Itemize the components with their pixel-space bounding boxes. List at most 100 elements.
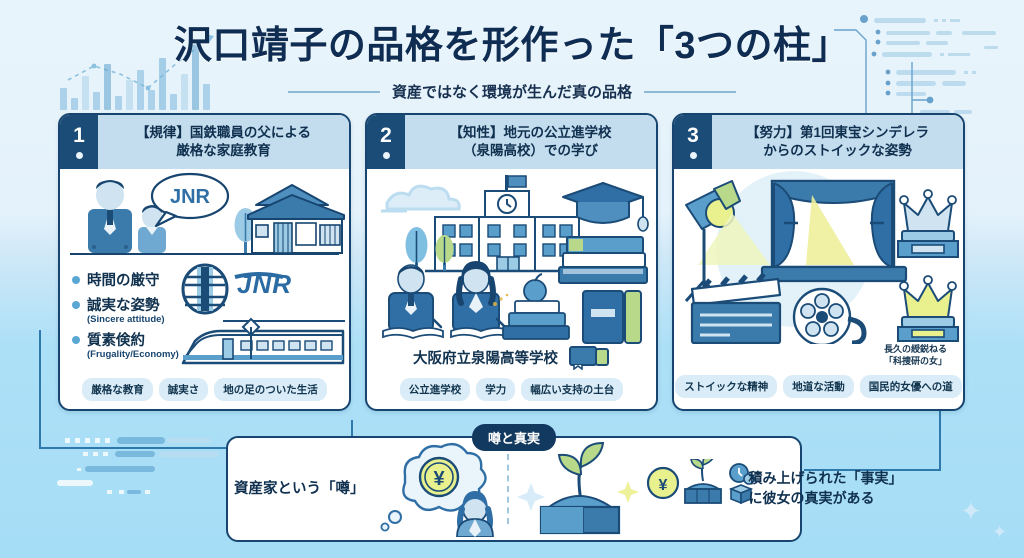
japanese-house-icon — [247, 184, 345, 254]
card-3-caption-line2: 「科捜研の女」 — [883, 355, 947, 366]
card-3-tags: ストイックな精神 地道な活動 国民的女優への道 — [674, 369, 963, 406]
card-2-number-badge: 2 — [367, 115, 405, 169]
card-1-bullet-list: 時間の厳守 誠実な姿勢 (Sincere attitude) 質素倹約 (Fru… — [72, 269, 179, 364]
card-2-tags: 公立進学校 学力 幅広い支持の土台 — [367, 372, 656, 409]
tag[interactable]: 国民的女優への道 — [859, 375, 962, 399]
rumor-truth-badge: 噂と真実 — [471, 424, 557, 451]
rumor-side: 資産家という「噂」 ¥ — [228, 438, 507, 540]
card-1-tags: 厳格な教育 誠実さ 地の足のついた生活 — [60, 372, 349, 409]
page-title: 沢口靖子の品格を形作った「3つの柱」 — [173, 25, 851, 67]
cloud-icon — [381, 184, 461, 213]
card-3-title-line2: からのストイックな姿勢 — [763, 143, 912, 158]
card-1-illustration: JNR — [60, 169, 349, 261]
tree-icon-green — [435, 235, 454, 271]
card-2-title-line2: （泉陽高校）での学び — [463, 143, 598, 158]
graduation-cap-icon — [562, 182, 649, 232]
card-2-caption: 大阪府立泉陽高等学校 — [413, 350, 558, 367]
student-female-icon — [452, 261, 500, 332]
jnr-logo-text: JNR — [234, 269, 291, 299]
crown-trophy-gold-icon — [897, 275, 959, 342]
rule-right — [644, 90, 736, 93]
card-3-caption-row: 長久の綬鋭ねる 「科捜研の女」 — [674, 344, 963, 369]
card-2-number: 2 — [380, 124, 392, 147]
tag[interactable]: 誠実さ — [158, 378, 209, 401]
list-item: 誠実な姿勢 (Sincere attitude) — [72, 294, 179, 325]
tag[interactable]: 幅広い支持の土台 — [521, 378, 624, 401]
card-3-number-badge: 3 — [674, 115, 712, 169]
pillar-card-2[interactable]: 2 【知性】地元の公立進学校 （泉陽高校）での学び — [365, 113, 658, 411]
truth-text-line1: 積み上げられた「事実」 — [748, 470, 903, 487]
card-3-caption: 長久の綬鋭ねる 「科捜研の女」 — [884, 344, 947, 367]
fact-icons-row: ¥ — [646, 459, 755, 505]
tag[interactable]: 学力 — [476, 378, 516, 401]
shinkansen-icon — [181, 317, 345, 365]
card-3-caption-line1: 長久の綬鋭ねる — [883, 344, 947, 354]
card-2-title-line1: 【知性】地元の公立進学校 — [449, 124, 612, 140]
center-book-stack-icon — [502, 300, 570, 340]
bullet-2-main: 誠実な姿勢 — [87, 298, 160, 314]
tag[interactable]: ストイックな精神 — [675, 375, 778, 399]
sprout-icon — [557, 441, 604, 502]
card-1-title-line1: 【規律】国鉄職員の父による — [135, 124, 312, 140]
theatre-stage-icon — [760, 179, 908, 283]
truth-side: ¥ — [509, 438, 909, 540]
card-3-header: 3 【努力】第1回東宝シンデレラ からのストイックな姿勢 — [674, 115, 963, 169]
page-subtitle: 資産ではなく環境が生んだ真の品格 — [391, 84, 632, 101]
card-2-illustration — [367, 169, 656, 344]
clapperboard-icon — [690, 272, 782, 345]
student-male-icon — [388, 264, 434, 332]
header: 沢口靖子の品格を形作った「3つの柱」 資産ではなく環境が生んだ真の品格 — [0, 14, 1024, 102]
woman-avatar-icon — [455, 491, 494, 537]
card-1-title-line2: 厳格な家庭教育 — [176, 143, 271, 158]
badge-dot — [75, 152, 83, 159]
sparkle-icon — [516, 483, 545, 511]
rumor-truth-content: 資産家という「噂」 ¥ — [228, 438, 903, 540]
bullet-1-main: 時間の厳守 — [87, 273, 160, 289]
sparkle-icon: ✦ — [960, 496, 982, 526]
soil-mound-icon — [539, 495, 620, 535]
sparkle-icon — [616, 481, 639, 503]
card-1-number: 1 — [73, 124, 85, 147]
panel-divider — [506, 454, 509, 524]
card-2-header: 2 【知性】地元の公立進学校 （泉陽高校）での学び — [367, 115, 656, 169]
train-front-icon — [181, 263, 229, 315]
tag[interactable]: 公立進学校 — [399, 378, 471, 401]
tree-icon — [405, 227, 428, 271]
film-reel-icon — [792, 287, 867, 347]
card-1-title: 【規律】国鉄職員の父による 厳格な家庭教育 — [98, 115, 349, 169]
child-figure — [138, 205, 166, 253]
pillar-card-1[interactable]: 1 【規律】国鉄職員の父による 厳格な家庭教育 — [58, 113, 351, 411]
card-1-number-badge: 1 — [60, 115, 98, 169]
decorative-data-lines — [57, 437, 219, 494]
jnr-speech-bubble: JNR — [150, 172, 230, 228]
tag[interactable]: 地の足のついた生活 — [214, 378, 327, 401]
badge-dot — [689, 152, 697, 159]
bullet-dot-icon — [72, 275, 80, 284]
rule-left — [287, 90, 380, 93]
rumor-text: 資産家という「噂」 — [234, 480, 365, 497]
father-figure — [88, 180, 132, 253]
yen-coin-icon: ¥ — [646, 466, 679, 500]
list-item: 時間の厳守 — [72, 269, 179, 290]
book-stack-icon — [558, 236, 648, 284]
thought-bubble-woman-illustration: ¥ — [379, 442, 494, 537]
tag[interactable]: 地道な活動 — [783, 375, 854, 399]
card-3-number: 3 — [687, 124, 699, 147]
clock-icon — [728, 463, 755, 485]
tag[interactable]: 厳格な教育 — [82, 378, 153, 401]
rumor-truth-panel: 噂と真実 資産家という「噂」 ¥ — [226, 424, 903, 542]
bullet-3-main: 質素倹約 — [87, 333, 145, 349]
open-book-icon — [382, 327, 512, 339]
jnr-bubble-text: JNR — [170, 186, 211, 208]
bullet-2-sub: (Sincere attitude) — [87, 314, 165, 325]
jnr-train-illustration: JNR — [181, 263, 345, 365]
badge-dot — [382, 152, 390, 159]
sparkle-icon: ✦ — [992, 522, 1008, 542]
yen-symbol: ¥ — [658, 477, 667, 494]
card-3-illustration — [674, 169, 963, 347]
truth-text-line2: に彼女の真実がある — [748, 490, 875, 506]
yen-coin-icon: ¥ — [418, 456, 459, 498]
list-item: 質素倹約 (Frugality/Economy) — [72, 329, 179, 360]
pillar-card-3[interactable]: 3 【努力】第1回東宝シンデレラ からのストイックな姿勢 — [672, 113, 965, 411]
